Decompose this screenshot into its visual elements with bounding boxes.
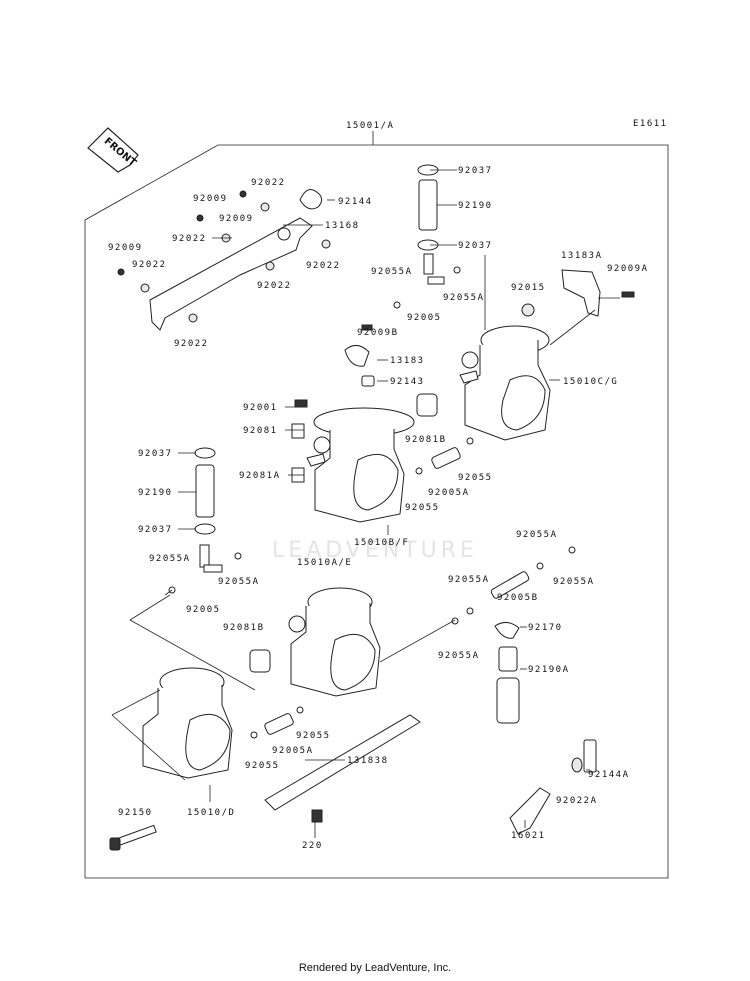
label-13183a: 13183A bbox=[561, 251, 603, 261]
label-92055: 92055 bbox=[458, 473, 493, 483]
label-92055a: 92055A bbox=[443, 293, 485, 303]
label-131838: 131838 bbox=[347, 756, 389, 766]
label-92055: 92055 bbox=[245, 761, 280, 771]
assembly-frame bbox=[84, 144, 669, 879]
label-92055a: 92055A bbox=[448, 575, 490, 585]
label-15010-d: 15010/D bbox=[187, 808, 235, 818]
label-13183: 13183 bbox=[390, 356, 425, 366]
label-92009: 92009 bbox=[219, 214, 254, 224]
label-92009b: 92009B bbox=[357, 328, 399, 338]
label-92143: 92143 bbox=[390, 377, 425, 387]
label-92081: 92081 bbox=[243, 426, 278, 436]
label-92150: 92150 bbox=[118, 808, 153, 818]
part-labels: 15001/A 92022 92009 92144 92009 13168 92… bbox=[108, 121, 649, 851]
label-13168: 13168 bbox=[325, 221, 360, 231]
label-92037: 92037 bbox=[138, 525, 173, 535]
label-220: 220 bbox=[302, 841, 323, 851]
label-92001: 92001 bbox=[243, 403, 278, 413]
label-92022a: 92022A bbox=[556, 796, 598, 806]
plate-131838 bbox=[264, 714, 421, 823]
label-92037: 92037 bbox=[138, 449, 173, 459]
label-92037: 92037 bbox=[458, 166, 493, 176]
label-92009: 92009 bbox=[193, 194, 228, 204]
label-92055: 92055 bbox=[405, 503, 440, 513]
carburetor-15010d bbox=[142, 667, 304, 779]
top-right-tube bbox=[393, 164, 635, 317]
label-16021: 16021 bbox=[511, 831, 546, 841]
label-92055: 92055 bbox=[296, 731, 331, 741]
label-92022: 92022 bbox=[306, 261, 341, 271]
label-15010a-e: 15010A/E bbox=[297, 558, 352, 568]
label-92022: 92022 bbox=[174, 339, 209, 349]
carburetor-15010c-g bbox=[459, 325, 551, 441]
label-92009a: 92009A bbox=[607, 264, 649, 274]
label-92190a: 92190A bbox=[528, 665, 570, 675]
label-92022: 92022 bbox=[132, 260, 167, 270]
label-92005a: 92005A bbox=[272, 746, 314, 756]
label-92005a: 92005A bbox=[428, 488, 470, 498]
footer-credit: Rendered by LeadVenture, Inc. bbox=[298, 962, 452, 974]
label-92081b: 92081B bbox=[223, 623, 265, 633]
label-92055a: 92055A bbox=[371, 267, 413, 277]
label-92037: 92037 bbox=[458, 241, 493, 251]
diagram-code: E1611 bbox=[633, 119, 668, 129]
label-92055a: 92055A bbox=[553, 577, 595, 587]
label-92022: 92022 bbox=[251, 178, 286, 188]
left-tube bbox=[168, 447, 242, 594]
label-92009: 92009 bbox=[108, 243, 143, 253]
label-92055a: 92055A bbox=[516, 530, 558, 540]
label-15010b-f: 15010B/F bbox=[354, 538, 409, 548]
label-92055a: 92055A bbox=[149, 554, 191, 564]
screw-92150 bbox=[109, 824, 157, 851]
label-92022: 92022 bbox=[172, 234, 207, 244]
label-92022: 92022 bbox=[257, 281, 292, 291]
label-92190: 92190 bbox=[458, 201, 493, 211]
leader-lines bbox=[111, 169, 620, 838]
label-92081a: 92081A bbox=[239, 471, 281, 481]
label-92015: 92015 bbox=[511, 283, 546, 293]
label-92005: 92005 bbox=[407, 313, 442, 323]
label-92055a: 92055A bbox=[218, 577, 260, 587]
label-92005b: 92005B bbox=[497, 593, 539, 603]
label-15001a: 15001/A bbox=[346, 121, 394, 131]
throttle-bracket bbox=[117, 189, 331, 331]
label-92144: 92144 bbox=[338, 197, 373, 207]
watermark: LEADVENTURE bbox=[272, 538, 478, 563]
label-92081b: 92081B bbox=[405, 435, 447, 445]
label-92144a: 92144A bbox=[588, 770, 630, 780]
label-92055a: 92055A bbox=[438, 651, 480, 661]
front-arrow-icon: FRONT bbox=[87, 127, 139, 173]
carburetor-15010a-e bbox=[249, 587, 381, 697]
label-92190: 92190 bbox=[138, 488, 173, 498]
carburetor-15010b-f bbox=[306, 407, 474, 523]
label-92170: 92170 bbox=[528, 623, 563, 633]
label-92005: 92005 bbox=[186, 605, 221, 615]
label-15010c-g: 15010C/G bbox=[563, 377, 618, 387]
right-side-parts bbox=[451, 546, 597, 835]
